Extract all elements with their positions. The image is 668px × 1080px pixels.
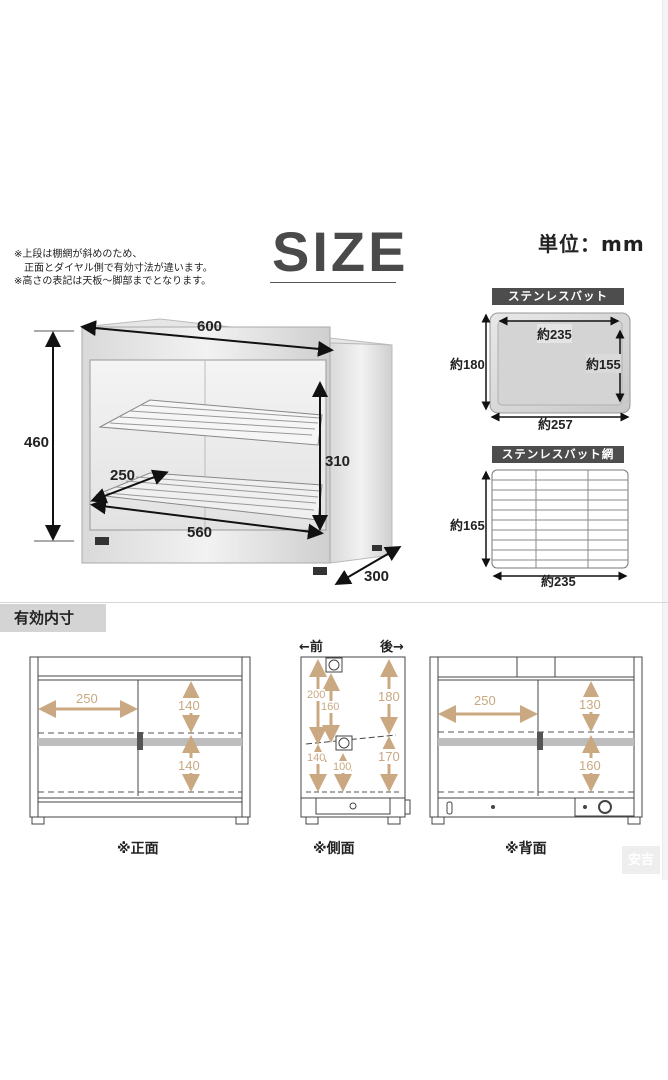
- section-divider: [0, 602, 668, 603]
- dim-depth: 300: [364, 568, 390, 585]
- tray-outer-depth: 約180: [450, 357, 485, 372]
- side-back-label: 後→: [380, 640, 404, 655]
- dim-height: 460: [24, 434, 50, 451]
- side-front-upper-inner: 160: [321, 701, 340, 713]
- dim-inner-width: 560: [187, 524, 213, 541]
- note-line-2: 正面とダイヤル側で有効寸法が違います。: [14, 262, 213, 274]
- front-lower-height: 140: [178, 758, 200, 773]
- notes: ※上段は棚網が斜めのため、 正面とダイヤル側で有効寸法が違います。 ※高さの表記…: [14, 248, 213, 289]
- page-title: SIZE: [272, 220, 409, 283]
- caption-back: ※背面: [505, 841, 547, 857]
- side-view-diagram: [300, 656, 411, 825]
- product-illustration: [34, 318, 402, 586]
- tray-label: ステンレスバット: [492, 288, 624, 305]
- front-width: 250: [76, 691, 98, 706]
- back-upper-height: 130: [579, 697, 601, 712]
- back-view-diagram: [429, 656, 643, 825]
- unit-label: 単位：mm: [538, 232, 645, 256]
- tray-rack-width: 約235: [541, 574, 576, 589]
- note-line-3: ※高さの表記は天板〜脚部までとなります。: [14, 276, 212, 287]
- tray-inner-width: 約235: [537, 324, 572, 343]
- section-title-effective-dimensions: 有効内寸: [0, 604, 106, 632]
- side-front-upper-outer: 200: [307, 689, 326, 701]
- back-width: 250: [474, 693, 496, 708]
- side-back-upper: 180: [378, 689, 400, 704]
- side-front-lower-outer: 140: [307, 752, 326, 764]
- caption-side: ※側面: [313, 841, 355, 857]
- tray-inner-depth: 約155: [586, 354, 621, 373]
- scrollbar[interactable]: [662, 0, 668, 880]
- back-lower-height: 160: [579, 758, 601, 773]
- dim-inner-height: 310: [325, 453, 351, 470]
- tray-illustration: [481, 312, 631, 422]
- side-back-lower: 170: [378, 749, 400, 764]
- watermark-logo: 安吉: [622, 846, 660, 874]
- tray-rack-depth: 約165: [450, 518, 485, 533]
- note-line-1: ※上段は棚網が斜めのため、: [14, 249, 143, 260]
- side-front-label: ←前: [299, 640, 323, 655]
- front-upper-height: 140: [178, 698, 200, 713]
- tray-rack-illustration: [481, 469, 629, 581]
- dim-width: 600: [197, 318, 223, 335]
- dim-shelf-depth: 250: [110, 467, 136, 484]
- front-view-diagram: [29, 656, 251, 825]
- tray-rack-label: ステンレスバット網: [492, 446, 624, 463]
- caption-front: ※正面: [117, 841, 159, 857]
- tray-outer-width: 約257: [538, 417, 573, 432]
- title-underline: [270, 282, 396, 283]
- side-front-lower-inner: 100: [333, 761, 352, 773]
